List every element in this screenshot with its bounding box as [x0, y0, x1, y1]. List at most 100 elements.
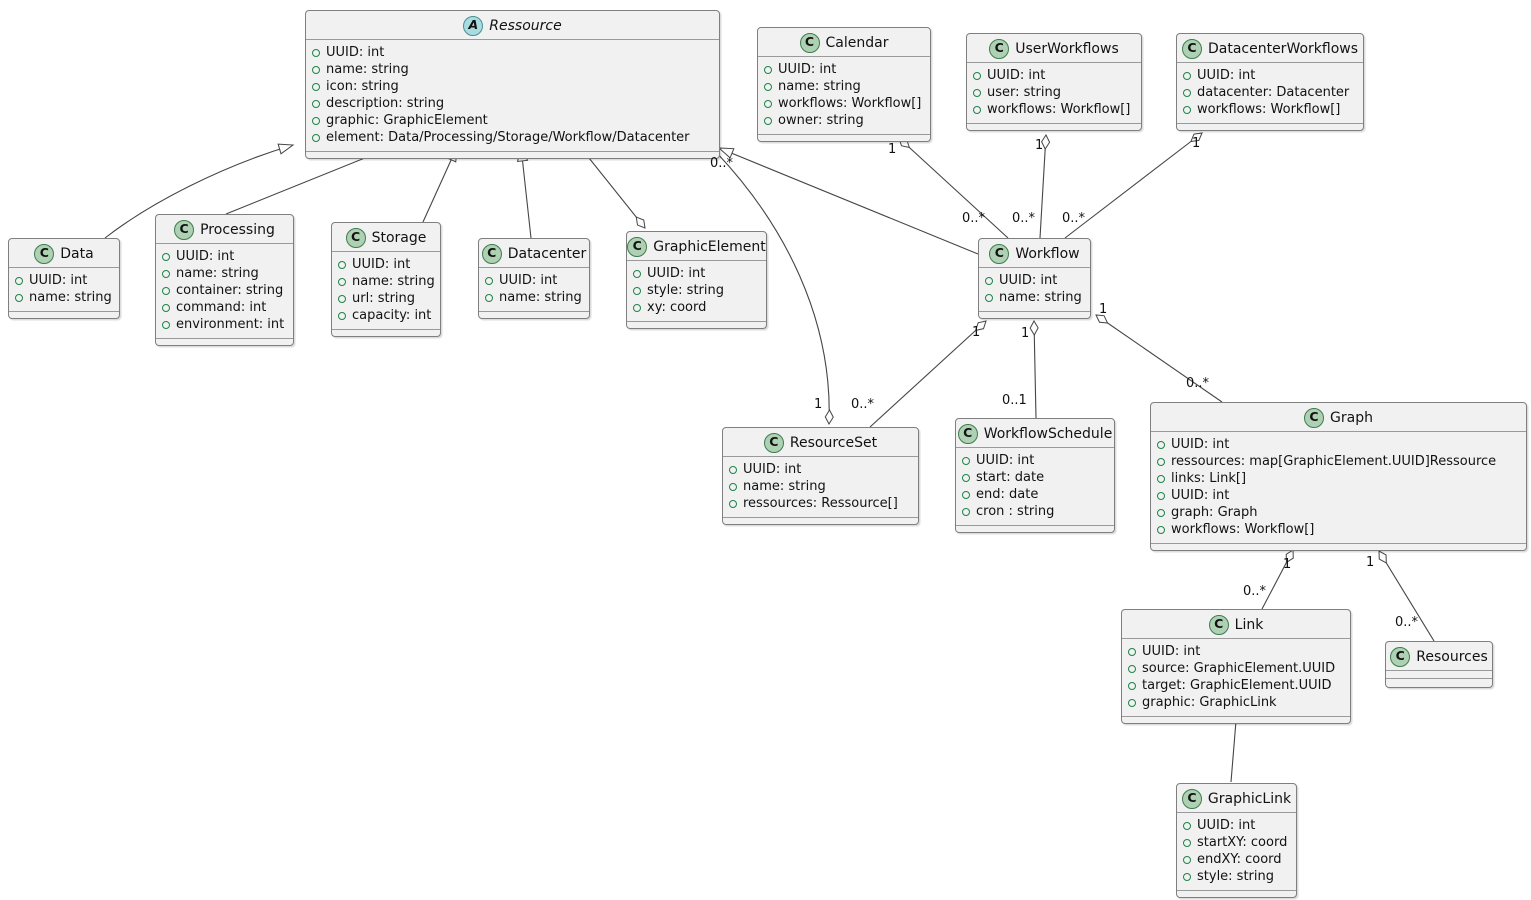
- class-attribute: name: string: [764, 78, 922, 95]
- class-attributes: [1386, 671, 1492, 678]
- class-name: Graph: [1330, 409, 1373, 426]
- class-attribute: UUID: int: [15, 272, 111, 289]
- class-attribute: url: string: [338, 290, 432, 307]
- class-name: Processing: [200, 221, 275, 238]
- attribute-text: workflows: Workflow[]: [1197, 102, 1341, 117]
- attribute-text: name: string: [352, 274, 435, 289]
- field-visibility-icon: [485, 276, 493, 285]
- field-visibility-icon: [1128, 681, 1136, 690]
- field-visibility-icon: [312, 116, 320, 125]
- class-icon: C: [627, 236, 648, 257]
- class-icon: C: [1390, 646, 1411, 667]
- class-header: C Link: [1122, 610, 1350, 639]
- field-visibility-icon: [633, 269, 641, 278]
- class-attribute: name: string: [162, 265, 285, 282]
- field-visibility-icon: [338, 260, 346, 269]
- field-visibility-icon: [985, 276, 993, 285]
- class-header: C WorkflowSchedule: [956, 419, 1114, 448]
- attribute-text: UUID: int: [352, 257, 411, 272]
- class-attribute: cron : string: [962, 503, 1106, 520]
- field-visibility-icon: [1157, 508, 1165, 517]
- abstract-class-icon: A: [463, 15, 484, 36]
- class-name: Ressource: [489, 17, 562, 34]
- class-name: Resources: [1416, 648, 1488, 665]
- class-icon: C: [174, 219, 195, 240]
- class-methods: [1177, 123, 1363, 130]
- multiplicity-label: 1: [1366, 555, 1375, 570]
- class-attribute: user: string: [973, 84, 1133, 101]
- field-visibility-icon: [338, 294, 346, 303]
- class-attribute: source: GraphicElement.UUID: [1128, 660, 1342, 677]
- attribute-text: end: date: [976, 487, 1039, 502]
- attribute-text: xy: coord: [647, 300, 707, 315]
- attribute-text: workflows: Workflow[]: [778, 96, 922, 111]
- class-attribute: name: string: [985, 289, 1082, 306]
- attribute-text: datacenter: Datacenter: [1197, 85, 1350, 100]
- field-visibility-icon: [1128, 647, 1136, 656]
- field-visibility-icon: [1157, 525, 1165, 534]
- class-methods: [1177, 890, 1296, 897]
- field-visibility-icon: [729, 499, 737, 508]
- edge-resourceset-workflow-aggregation: [869, 320, 987, 428]
- edge-workflow-datacenterworkflows-aggregation: [1064, 132, 1203, 239]
- class-icon: C: [957, 423, 978, 444]
- class-name: Calendar: [825, 34, 889, 51]
- class-methods: [306, 151, 719, 158]
- class-attribute: style: string: [1183, 868, 1288, 885]
- class-methods: [723, 517, 918, 524]
- attribute-text: name: string: [499, 290, 582, 305]
- class-attribute: datacenter: Datacenter: [1183, 84, 1355, 101]
- class-attribute: name: string: [729, 478, 910, 495]
- attribute-text: name: string: [999, 290, 1082, 305]
- class-header: C Data: [9, 239, 119, 268]
- attribute-text: UUID: int: [743, 462, 802, 477]
- multiplicity-label: 0..*: [1186, 376, 1210, 391]
- multiplicity-label: 1: [888, 142, 897, 157]
- class-attribute: container: string: [162, 282, 285, 299]
- class-icon: C: [345, 227, 366, 248]
- multiplicity-label: 1: [1283, 557, 1292, 572]
- multiplicity-label: 1: [972, 325, 981, 340]
- attribute-text: environment: int: [176, 317, 285, 332]
- class-attribute: name: string: [338, 273, 435, 290]
- field-visibility-icon: [1157, 457, 1165, 466]
- class-name: Link: [1234, 616, 1264, 633]
- class-name: WorkflowSchedule: [983, 425, 1113, 442]
- attribute-text: description: string: [326, 96, 445, 111]
- class-name: UserWorkflows: [1015, 40, 1119, 57]
- attribute-text: icon: string: [326, 79, 399, 94]
- class-name: Workflow: [1015, 245, 1080, 262]
- class-methods: [9, 311, 119, 318]
- class-attribute: UUID: int: [633, 265, 758, 282]
- attribute-text: UUID: int: [647, 266, 706, 281]
- field-visibility-icon: [162, 252, 170, 261]
- class-header: C Graph: [1151, 403, 1526, 432]
- field-visibility-icon: [764, 82, 772, 91]
- class-name: Data: [60, 245, 94, 262]
- field-visibility-icon: [962, 456, 970, 465]
- class-methods: [1122, 716, 1350, 723]
- attribute-text: UUID: int: [987, 68, 1046, 83]
- multiplicity-label: 0..*: [1243, 584, 1267, 599]
- class-methods: [156, 338, 293, 345]
- class-attribute: UUID: int: [338, 256, 432, 273]
- attribute-text: style: string: [1197, 869, 1275, 884]
- class-name: Storage: [371, 229, 427, 246]
- attribute-text: graph: Graph: [1171, 505, 1258, 520]
- class-attribute: style: string: [633, 282, 758, 299]
- class-icon: C: [1181, 788, 1202, 809]
- class-attribute: UUID: int: [312, 44, 711, 61]
- class-icon: C: [1304, 407, 1325, 428]
- class-methods: [956, 525, 1114, 532]
- attribute-text: ressources: Ressource[]: [743, 496, 898, 511]
